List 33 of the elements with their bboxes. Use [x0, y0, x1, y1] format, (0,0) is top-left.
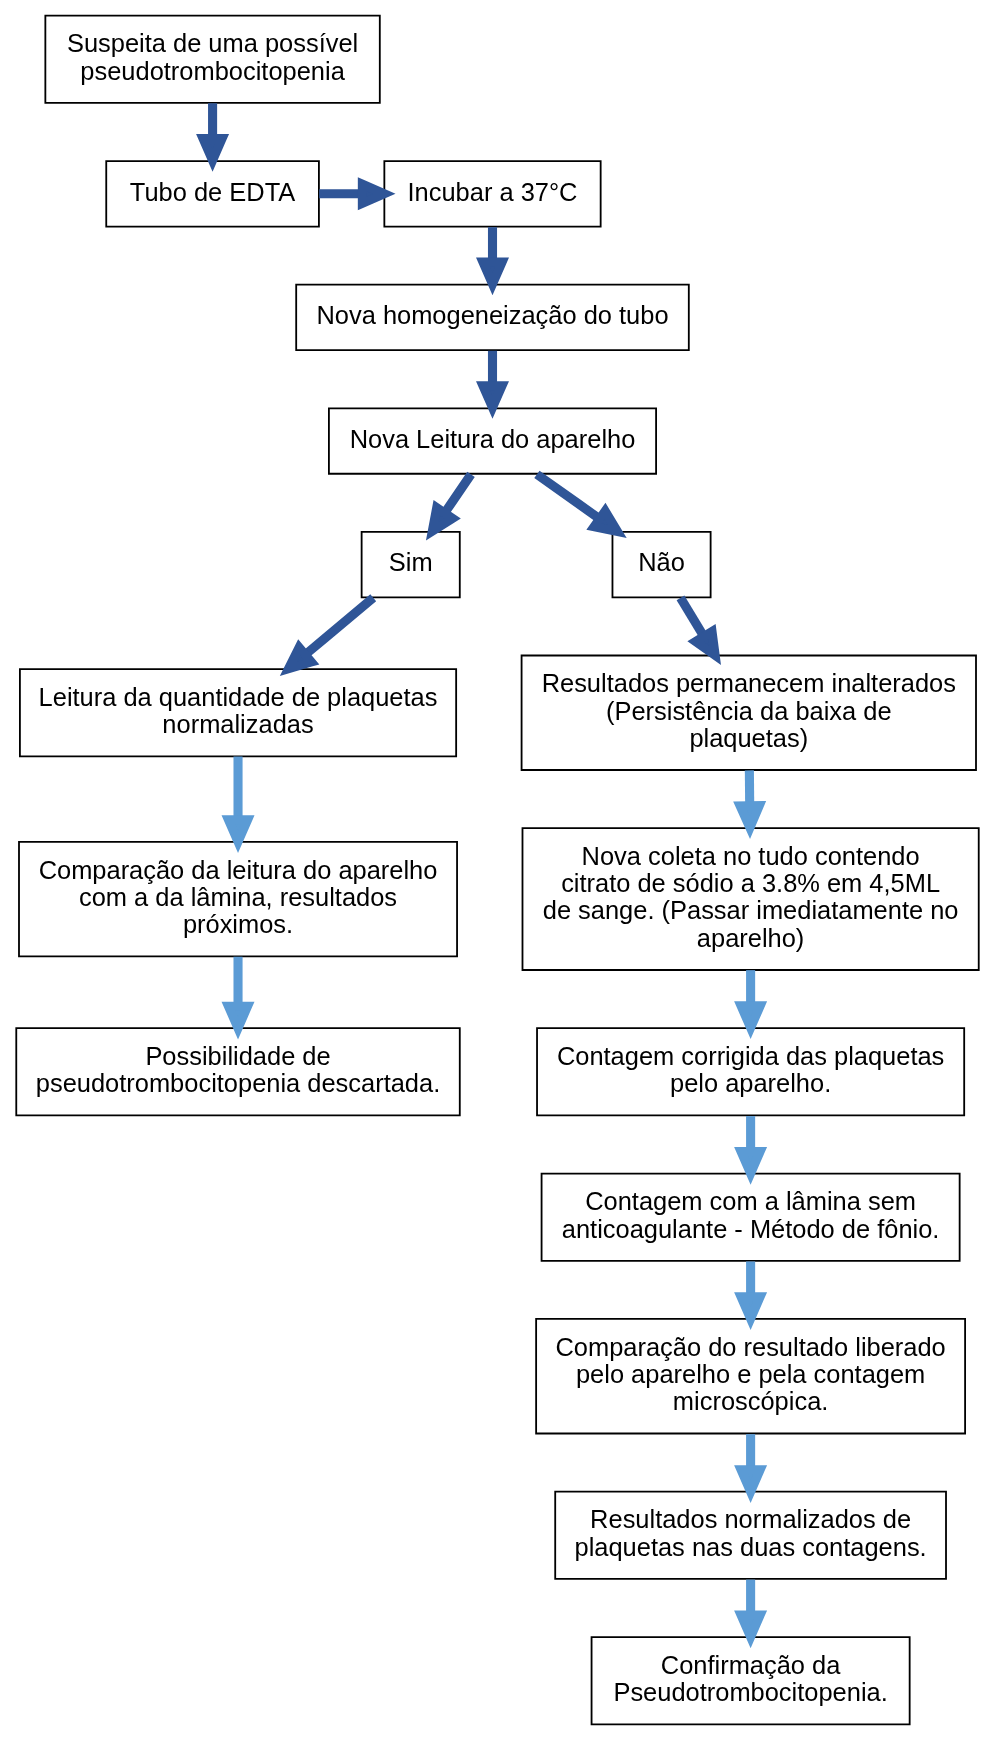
arrow: [221, 756, 255, 854]
node-box: Sim: [360, 531, 461, 599]
node-box: Incubar a 37°C: [383, 160, 602, 228]
node-box: Leitura da quantidade de plaquetas normalizadas: [19, 668, 458, 758]
arrow: [196, 103, 230, 172]
arrow: [476, 350, 509, 419]
node-box: Nova coleta no tudo contendo citrato de sódio a 3.8% em 4,5ML de sange. (Passar imediatamente no aparelho): [521, 827, 980, 971]
node-box: Comparação da leitura do aparelho com a da lâmina, resultados próximos.: [18, 840, 458, 958]
arrow: [734, 1434, 768, 1503]
arrow: [734, 1261, 768, 1330]
node-box: Possibilidade de pseudotrombocitopenia descartada.: [15, 1027, 461, 1117]
node-box: Tubo de EDTA: [105, 160, 320, 228]
node-box: Não: [611, 531, 712, 599]
arrow: [279, 594, 377, 676]
arrow: [534, 470, 627, 539]
node-box: Contagem corrigida das plaquetas pelo aparelho.: [536, 1027, 966, 1117]
node-box: Contagem com a lâmina sem anticoagulante - Método de fônio.: [540, 1172, 961, 1262]
arrow: [733, 770, 767, 839]
arrow: [734, 1579, 768, 1649]
node-box: Nova homogeneização do tubo: [295, 283, 690, 352]
arrow: [476, 227, 509, 296]
arrow: [319, 177, 396, 211]
node-box: Suspeita de uma possível pseudotrombocitopenia: [44, 14, 381, 104]
node-box: Confirmação da Pseudotrombocitopenia.: [590, 1636, 911, 1726]
node-box: Comparação do resultado liberado pelo aparelho e pela contagem microscópica.: [535, 1318, 966, 1435]
node-box: Resultados normalizados de plaquetas nas duas contagens.: [554, 1490, 947, 1580]
arrow: [734, 1116, 768, 1185]
arrow: [221, 956, 255, 1040]
node-box: Nova Leitura do aparelho: [328, 407, 657, 475]
arrow: [734, 970, 768, 1040]
arrow: [425, 471, 475, 541]
arrow: [676, 595, 721, 665]
node-box: Resultados permanecem inalterados (Persistência da baixa de plaquetas): [520, 654, 977, 771]
